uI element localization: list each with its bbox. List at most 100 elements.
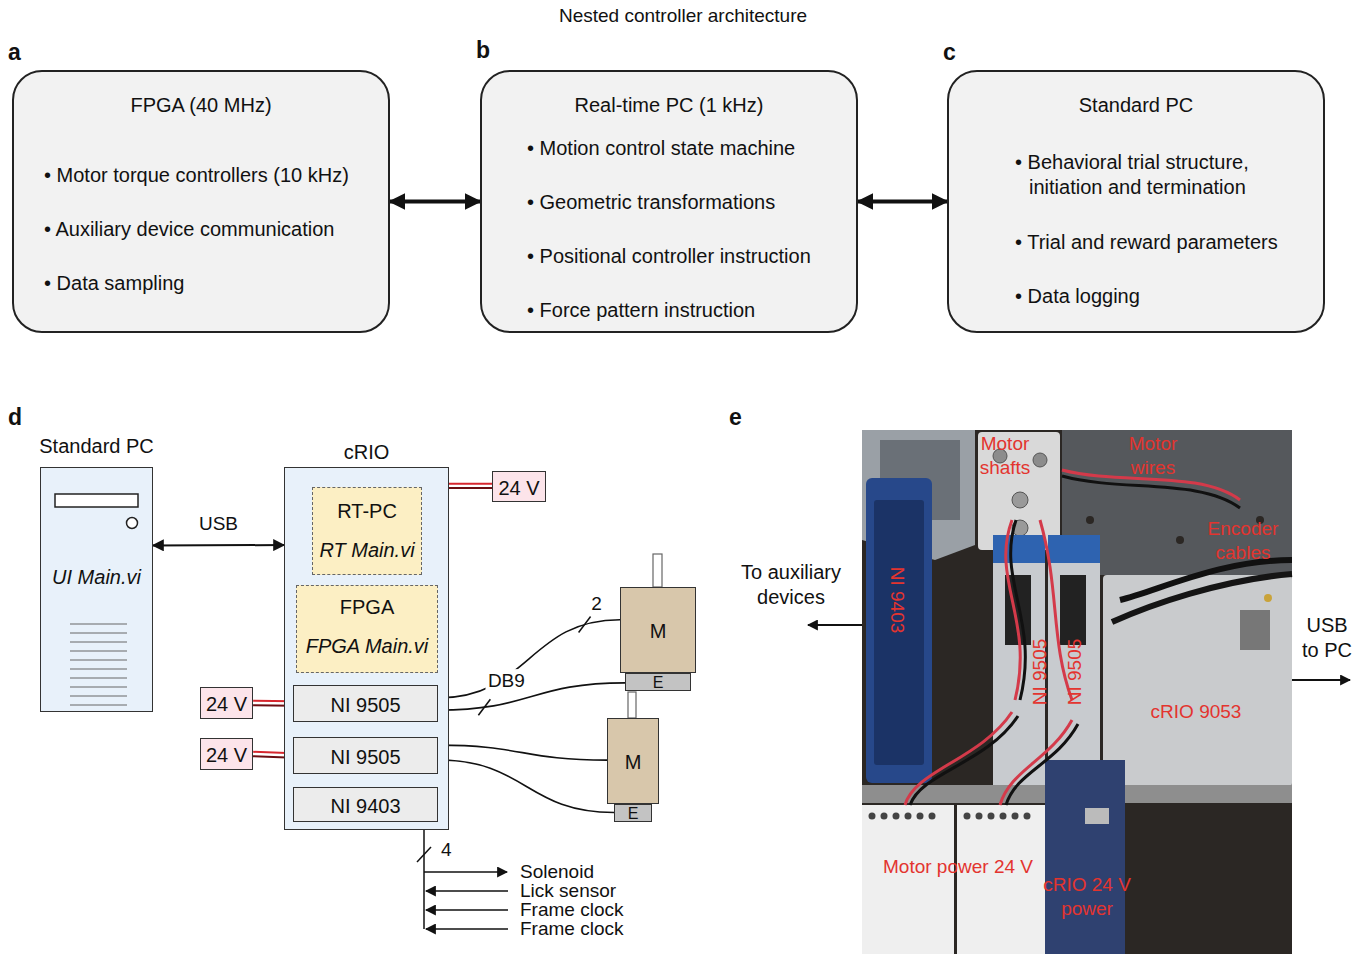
photo-callout: NI 9505	[1063, 639, 1087, 706]
photo-callout: Motor shafts	[969, 432, 1041, 480]
photo	[1012, 813, 1019, 820]
photo	[1240, 610, 1270, 650]
node-title: cRIO	[344, 440, 390, 465]
encoder: E	[625, 673, 691, 691]
io-lines	[417, 847, 431, 862]
edge-label: USB	[197, 512, 240, 536]
photo	[976, 813, 983, 820]
node-title: NI 9403	[330, 793, 400, 818]
photo	[1024, 813, 1031, 820]
connector	[858, 201, 947, 202]
photo	[874, 500, 924, 765]
node-text: FPGA Main.vi	[306, 634, 429, 659]
process-box: Real-time PC (1 kHz)• Motion control sta…	[480, 70, 858, 333]
connector-line	[390, 200, 480, 204]
photo	[1112, 574, 1292, 622]
photo	[1012, 492, 1028, 508]
node-title: 24 V	[206, 692, 247, 717]
photo	[988, 813, 995, 820]
software-module: RT-PCRT Main.vi	[312, 487, 422, 575]
arrow-label: To auxiliary devices	[726, 560, 856, 610]
wire-count-slash	[579, 616, 591, 632]
signal-name: Lick sensor	[520, 881, 616, 900]
panel-letter: a	[8, 38, 21, 67]
signal-name: Frame clock	[520, 900, 623, 919]
panel-letter: e	[729, 403, 742, 432]
pc-tower-drawing	[40, 467, 153, 712]
node-title: E	[628, 806, 639, 822]
connector-line	[858, 200, 947, 204]
power-supply: 24 V	[200, 687, 253, 719]
process-box: Standard PC • Behavioral trial structure,…	[947, 70, 1325, 333]
connector	[449, 484, 492, 488]
node-text: • Data sampling	[44, 271, 184, 296]
node-text: • Behavioral trial structure, initiation…	[1015, 150, 1299, 200]
photo-callout: Motor power 24 V	[883, 855, 1033, 879]
node-title: NI 9505	[330, 744, 400, 769]
pc-tower-drawing	[127, 518, 138, 529]
photo	[869, 813, 876, 820]
panel-letter: d	[8, 403, 22, 432]
io-lines	[423, 822, 425, 929]
motor: M	[620, 587, 696, 673]
node-title: 24 V	[498, 475, 539, 500]
photo	[1011, 520, 1026, 700]
photo	[866, 478, 932, 783]
photo	[862, 430, 1292, 954]
node-title: M	[625, 750, 642, 775]
node-text: • Force pattern instruction	[527, 298, 755, 323]
photo-callout: cRIO 9053	[1151, 700, 1242, 724]
photo-callout: NI 9505	[1028, 639, 1052, 706]
photo-callout: NI 9403	[885, 567, 909, 634]
io-module: NI 9505	[293, 737, 438, 774]
node-text: • Positional controller instruction	[527, 244, 811, 269]
connector	[438, 616, 620, 698]
connector	[438, 760, 614, 813]
node-text: • Geometric transformations	[527, 190, 775, 215]
node-text: • Motor torque controllers (10 kHz)	[44, 163, 349, 188]
photo	[1062, 476, 1240, 508]
photo	[893, 813, 900, 820]
photo	[1006, 724, 1078, 805]
node-title: Standard PC	[39, 434, 154, 459]
io-module: NI 9505	[293, 685, 438, 722]
io-lines	[426, 890, 508, 892]
arrow	[808, 624, 862, 626]
motor-shaft	[628, 692, 636, 718]
node-title: Standard PC	[1079, 93, 1194, 118]
motor-shaft	[653, 554, 662, 587]
wire-count-slash	[478, 699, 490, 715]
connector	[438, 745, 607, 760]
connector-line	[153, 544, 284, 546]
photo	[1103, 575, 1292, 787]
node-title: NI 9505	[330, 692, 400, 717]
io-lines	[426, 928, 508, 930]
photo	[1048, 535, 1100, 563]
photo	[929, 813, 936, 820]
signal-name: Frame clock	[520, 919, 623, 938]
photo-callout: Motor wires	[1117, 432, 1189, 480]
photo	[1048, 535, 1100, 785]
connector-line	[438, 620, 620, 698]
photo	[862, 805, 954, 954]
connector-line	[449, 483, 492, 485]
power-supply: 24 V	[200, 738, 253, 770]
photo	[905, 813, 912, 820]
photo	[1086, 516, 1094, 524]
photo	[1120, 560, 1292, 600]
node-text: UI Main.vi	[52, 565, 141, 590]
photo	[1000, 813, 1007, 820]
connector-line	[438, 760, 614, 813]
io-module: NI 9403	[293, 787, 438, 822]
node-text: • Trial and reward parameters	[1015, 230, 1278, 255]
connector	[390, 201, 480, 202]
photo	[862, 430, 1292, 954]
photo-callout: cRIO 24 V power	[1040, 873, 1135, 921]
computer-tower: Standard PCUI Main.vi	[40, 467, 153, 712]
photo	[964, 813, 971, 820]
node-text: • Auxiliary device communication	[44, 217, 334, 242]
process-box: FPGA (40 MHz)• Motor torque controllers …	[12, 70, 390, 333]
signal-name: Solenoid	[520, 862, 594, 881]
connector-line	[449, 487, 492, 489]
io-lines	[424, 871, 507, 873]
